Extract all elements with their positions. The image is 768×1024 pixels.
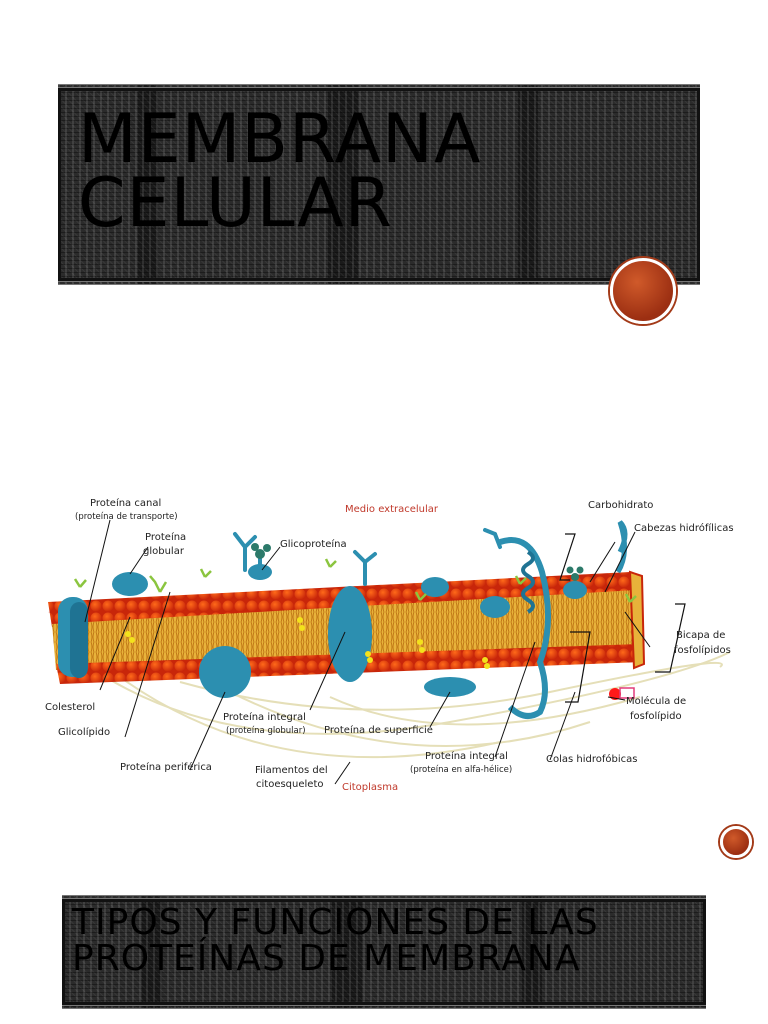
label-molecula-1: Molécula de [626,696,687,707]
label-medio: Medio extracelular [345,504,439,515]
page-title: MEMBRANA CELULAR [78,100,482,243]
label-molecula-2: fosfolípido [630,711,682,722]
label-filamentos-1: Filamentos del [255,765,328,776]
label-superficie: Proteína de superficie [324,725,433,736]
label-colesterol: Colesterol [45,702,96,713]
membrane-diagram: Proteína canal (proteína de transporte) … [30,492,750,802]
membrane-illustration [48,519,731,785]
label-canal-sub: (proteína de transporte) [75,512,178,522]
label-carbohidrato: Carbohidrato [588,500,654,511]
label-canal: Proteína canal [90,498,162,509]
label-integral-sub: (proteína globular) [226,726,306,736]
section-banner [62,895,706,1009]
filaments [89,651,731,759]
label-globular-2: globular [143,546,184,557]
label-globular-1: Proteína [145,532,187,543]
title-banner [58,84,700,285]
label-bicapa-2: fosfolípidos [674,645,731,656]
label-integral-2: Proteína integral [425,751,508,762]
label-filamentos-2: citoesqueleto [256,779,324,790]
label-glicolipido: Glicolípido [58,727,111,738]
section-title: TIPOS Y FUNCIONES DE LAS PROTEÍNAS DE ME… [72,902,599,979]
label-integral-2-sub: (proteína en alfa-hélice) [410,765,513,775]
decorative-circle [610,258,676,324]
label-bicapa-1: Bicapa de [676,630,726,641]
label-glicoproteina: Glicoproteína [280,539,347,550]
label-periferica: Proteína periférica [120,762,212,773]
label-integral: Proteína integral [223,712,306,723]
decorative-circle-small [720,826,752,858]
label-cabezas: Cabezas hidrófílicas [634,523,734,534]
label-citoplasma: Citoplasma [342,782,399,793]
label-colas: Colas hidrofóbicas [546,754,638,765]
